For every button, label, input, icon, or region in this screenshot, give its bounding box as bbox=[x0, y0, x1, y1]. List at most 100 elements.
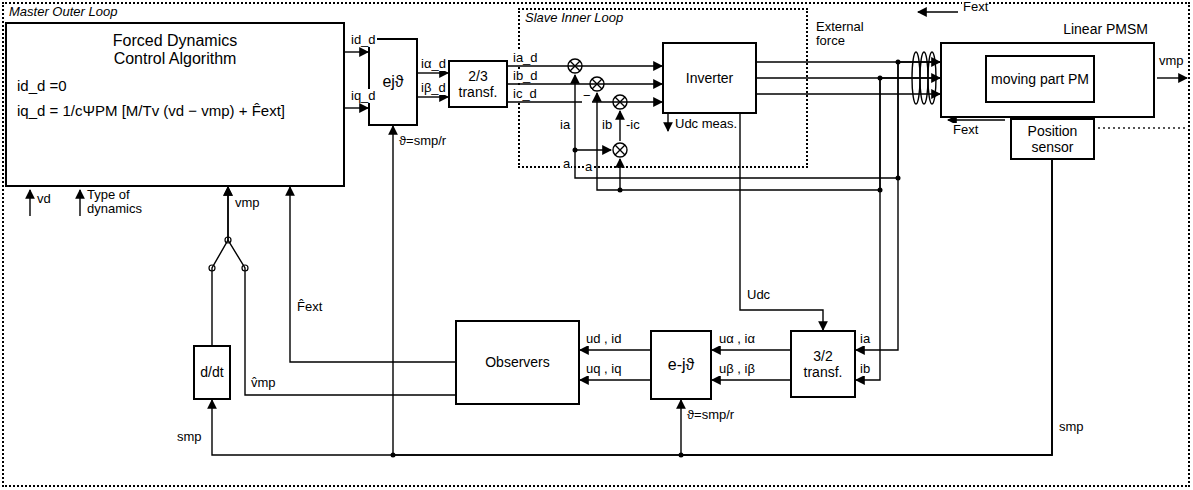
signal-label: smp bbox=[1058, 420, 1085, 434]
velocity-arrow bbox=[1157, 77, 1187, 78]
label-anchor: a bbox=[584, 160, 593, 174]
edge-label-anchor: uq , iq bbox=[585, 362, 622, 376]
formula-text: id_d =0 bbox=[17, 77, 67, 94]
ground-line bbox=[1098, 127, 1186, 129]
edge-label-anchor: uβ , iβ bbox=[718, 362, 756, 376]
force-arrow bbox=[948, 119, 1005, 120]
label-anchor: vmp bbox=[1158, 54, 1185, 68]
node-title: ejϑ bbox=[382, 73, 403, 91]
index-label: a bbox=[562, 157, 571, 171]
label-anchor: Fext bbox=[952, 123, 979, 137]
edge-label-anchor: F̂ext bbox=[296, 300, 323, 314]
current-label: ia bbox=[559, 118, 571, 132]
label-anchor: vd bbox=[36, 192, 52, 206]
edge-label-anchor: ia bbox=[859, 332, 871, 346]
measurement-arrow bbox=[667, 114, 668, 131]
inner-loop-region: Slave Inner LoopInverter bbox=[518, 8, 808, 168]
node-title: 2/3 transf. bbox=[453, 68, 503, 100]
signal-connector bbox=[712, 379, 790, 380]
signal-label: iβ_d bbox=[420, 81, 447, 95]
signal-connector bbox=[345, 51, 368, 52]
edge-label-anchor: ib_d bbox=[512, 69, 539, 83]
signal-label: smp bbox=[176, 430, 203, 444]
signal-label: iα_d bbox=[420, 57, 447, 71]
edge-label-anchor: ib bbox=[859, 362, 871, 376]
signal-connector bbox=[290, 187, 455, 362]
feedback-wire bbox=[619, 111, 620, 141]
transform-block: 3/2 transf. bbox=[790, 330, 856, 398]
signal-label: uq , iq bbox=[585, 362, 622, 376]
signal-connector bbox=[508, 65, 662, 66]
edge-label-anchor: ic_d bbox=[512, 87, 538, 101]
input-arrow bbox=[79, 190, 80, 216]
label-anchor: ia bbox=[559, 118, 571, 132]
signal-label: F̂ext bbox=[296, 300, 323, 314]
signal-label: id_d bbox=[350, 33, 377, 47]
signal-connector bbox=[393, 126, 1052, 455]
rotation-block: e-jϑ bbox=[650, 330, 712, 400]
input-label: vd bbox=[36, 192, 52, 206]
force-label: Fext bbox=[952, 123, 979, 137]
signal-connector bbox=[228, 187, 455, 395]
edge-label-anchor: vmp bbox=[234, 196, 261, 210]
node-title: Slave Inner Loop bbox=[522, 11, 626, 26]
edge-label-anchor: iα_d bbox=[420, 57, 447, 71]
moving-part-box: moving part PM bbox=[985, 55, 1095, 103]
signal-connector bbox=[345, 107, 368, 108]
node-title: Linear PMSM bbox=[1061, 21, 1150, 37]
label-anchor: Type of dynamics bbox=[86, 188, 178, 217]
signal-label: ϑ=smp/r bbox=[398, 134, 447, 148]
node-title: Position sensor bbox=[1015, 123, 1090, 155]
signal-connector bbox=[212, 160, 1052, 455]
edge-label-anchor: ud , id bbox=[585, 332, 622, 346]
signal-label: v̂mp bbox=[250, 376, 277, 390]
signal-connector bbox=[856, 62, 940, 350]
edge-label-anchor: iβ_d bbox=[420, 81, 447, 95]
node-title: d/dt bbox=[200, 364, 223, 380]
signal-label: uβ , iβ bbox=[718, 362, 756, 376]
index-label: a bbox=[584, 160, 593, 174]
signal-connector bbox=[681, 160, 1052, 455]
feedback-wire bbox=[619, 159, 620, 190]
input-label: Type of dynamics bbox=[86, 188, 178, 217]
observer-box: Observers bbox=[455, 320, 580, 405]
signal-label: ib_d bbox=[512, 69, 539, 83]
velocity-label: vmp bbox=[1158, 54, 1185, 68]
signal-label: ud , id bbox=[585, 332, 622, 346]
edge-label-anchor: id_d bbox=[350, 33, 377, 47]
tap-wire bbox=[880, 62, 898, 190]
signal-connector bbox=[757, 93, 940, 94]
label-anchor: smp bbox=[1058, 420, 1085, 434]
signal-label: ia bbox=[859, 332, 871, 346]
rotation-block: ejϑ bbox=[368, 38, 418, 126]
node-title: Observers bbox=[485, 354, 550, 370]
control-algorithm-box: Forced Dynamics Control Algorithmid_d =0… bbox=[5, 22, 345, 187]
signal-label: vmp bbox=[234, 196, 261, 210]
inverter-box: Inverter bbox=[662, 42, 757, 114]
signal-connector bbox=[508, 83, 662, 84]
label-anchor: Fext bbox=[962, 0, 989, 14]
derivative-box: d/dt bbox=[193, 345, 231, 400]
signal-connector bbox=[212, 187, 228, 345]
signal-label: ia_d bbox=[512, 51, 539, 65]
feedback-wire bbox=[575, 149, 611, 150]
label-anchor: External force bbox=[815, 20, 873, 49]
node-title: Inverter bbox=[686, 70, 733, 86]
formula-text: iq_d = 1/cΨPM [M/Tv (vd − vmp) + F̂ext] bbox=[17, 102, 285, 119]
label-anchor: Udc meas. bbox=[674, 117, 738, 131]
edge-label-anchor: ϑ=smp/r bbox=[686, 408, 735, 422]
edge-label-anchor: smp bbox=[176, 430, 203, 444]
signal-connector bbox=[580, 349, 650, 350]
edge-label-anchor: iq_d bbox=[350, 89, 377, 103]
edge-label-anchor: ia_d bbox=[512, 51, 539, 65]
input-arrow bbox=[29, 190, 30, 216]
signal-connector bbox=[856, 78, 940, 380]
force-label: Fext bbox=[962, 0, 989, 14]
label-anchor: a bbox=[562, 157, 571, 171]
signal-label: Udc bbox=[746, 288, 771, 302]
node-title: moving part PM bbox=[991, 71, 1089, 87]
signal-connector bbox=[418, 72, 448, 73]
sign-label: − bbox=[582, 89, 592, 103]
